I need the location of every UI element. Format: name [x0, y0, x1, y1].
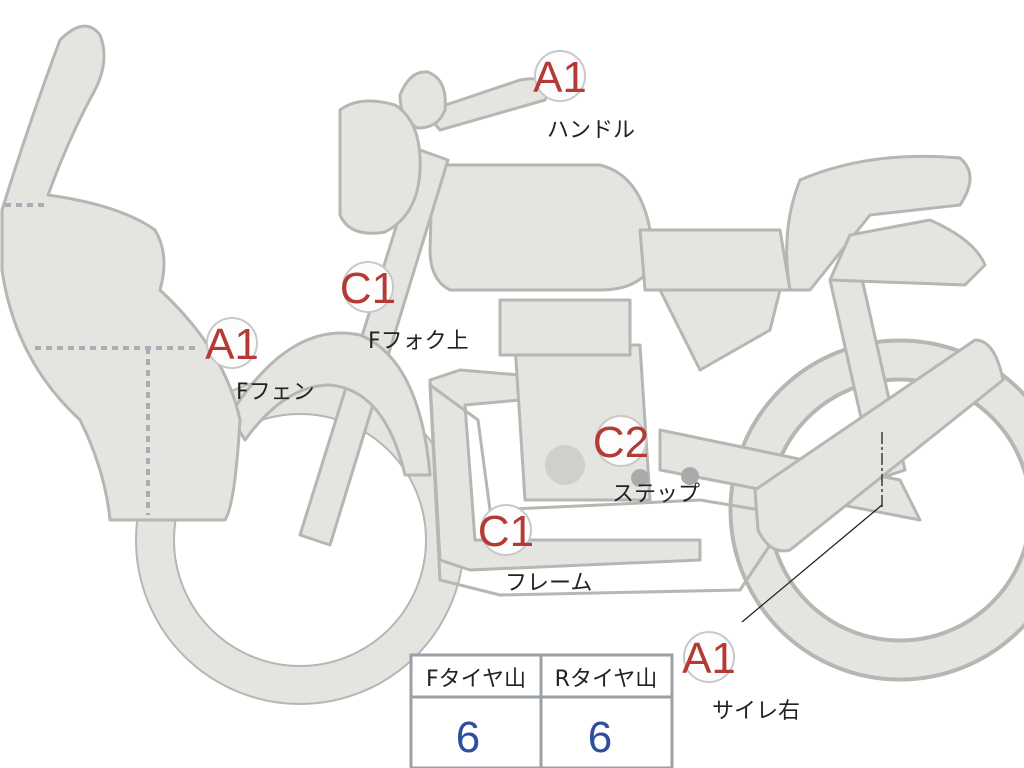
headlight	[338, 99, 422, 235]
frame-shape	[428, 368, 702, 572]
grade-label: C1	[340, 264, 396, 313]
rear-tread-value: 6	[588, 713, 612, 762]
part-label: Fフォク上	[368, 329, 469, 354]
grade-badge	[534, 50, 586, 102]
grade-badge	[206, 317, 258, 369]
callout-handle: A1 ハンドル	[533, 50, 635, 143]
callout-step: C2 ステップ	[593, 415, 700, 507]
muffler	[753, 338, 1005, 553]
fuel-tank	[428, 163, 652, 292]
callout-front-fender: A1 Fフェン	[205, 317, 315, 405]
part-label: Fフェン	[236, 380, 315, 405]
seat	[638, 228, 792, 292]
front-fender	[228, 331, 432, 477]
grade-badge	[595, 415, 647, 467]
part-label: ステップ	[612, 482, 700, 507]
rear-tread-header: Rタイヤ山	[555, 667, 658, 692]
grade-label: C1	[478, 507, 534, 556]
grade-label: C2	[593, 418, 649, 467]
grade-badge	[683, 631, 735, 683]
fairing	[0, 24, 242, 522]
tire-tread-table: Fタイヤ山 Rタイヤ山 6 6	[409, 653, 674, 768]
callout-muffler-right: A1 サイレ右	[682, 631, 800, 724]
callout-fork-upper: C1 Fフォク上	[340, 261, 469, 354]
grade-label: A1	[205, 320, 259, 369]
callout-frame: C1 フレーム	[478, 504, 592, 596]
grade-label: A1	[533, 53, 587, 102]
fairing-panel-lines	[5, 203, 195, 515]
motorcycle-silhouette	[0, 24, 1024, 705]
grade-badge	[480, 504, 532, 556]
part-label: フレーム	[505, 571, 592, 596]
grade-label: A1	[682, 634, 736, 683]
front-tread-header: Fタイヤ山	[426, 667, 526, 692]
grade-badge	[342, 261, 394, 313]
part-label: ハンドル	[547, 118, 635, 143]
part-label: サイレ右	[712, 699, 800, 724]
leader-line	[741, 432, 883, 623]
front-tread-value: 6	[456, 713, 480, 762]
